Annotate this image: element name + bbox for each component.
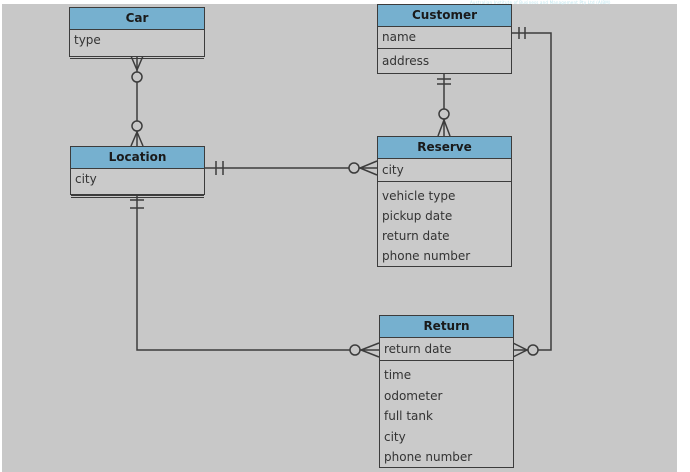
crowfoot-location-top xyxy=(130,130,144,147)
entity-title: Reserve xyxy=(378,137,511,159)
rel-customer-return xyxy=(511,27,552,358)
entity-reserve[interactable]: Reserve city vehicle type pickup date re… xyxy=(377,136,512,267)
entity-divider xyxy=(70,51,204,59)
entity-title: Customer xyxy=(378,5,511,27)
entity-attribute: odometer xyxy=(384,388,443,403)
rel-location-return xyxy=(130,194,380,358)
entity-attribute: pickup date xyxy=(382,209,453,223)
entity-customer[interactable]: Customer name address xyxy=(377,4,512,74)
diagram-canvas xyxy=(2,4,677,472)
entity-car[interactable]: Car type xyxy=(69,7,205,59)
zero-circle-location-top xyxy=(131,120,143,132)
rel-car-location xyxy=(130,55,144,147)
entity-attribute: city xyxy=(75,172,97,186)
entity-title: Return xyxy=(380,316,513,338)
entity-attribute: city xyxy=(382,163,404,177)
entity-attribute: city xyxy=(384,429,406,444)
entity-divider xyxy=(71,190,204,198)
entity-attribute: return date xyxy=(382,229,450,243)
entity-divider xyxy=(380,360,513,365)
entity-attribute: name xyxy=(382,30,417,44)
entity-divider xyxy=(378,181,511,186)
entity-title: Car xyxy=(70,8,204,30)
entity-attribute: time xyxy=(384,368,412,382)
watermark: Australian Institute of Business and Man… xyxy=(470,0,611,5)
crowfoot-car xyxy=(130,55,144,72)
entity-attribute: phone number xyxy=(384,450,473,464)
entity-title: Location xyxy=(71,147,204,169)
entity-attribute: full tank xyxy=(384,409,433,423)
entity-location[interactable]: Location city xyxy=(70,146,205,198)
rel-location-reserve xyxy=(204,160,378,176)
entity-return[interactable]: Return return date time odometer full ta… xyxy=(379,315,514,468)
entity-attribute: address xyxy=(378,48,511,71)
zero-circle-car xyxy=(131,71,143,83)
entity-attribute: type xyxy=(74,33,101,47)
rel-customer-reserve xyxy=(437,73,451,137)
entity-attribute: phone number xyxy=(382,249,471,263)
entity-attribute: return date xyxy=(384,342,452,356)
entity-attribute: vehicle type xyxy=(382,189,456,203)
